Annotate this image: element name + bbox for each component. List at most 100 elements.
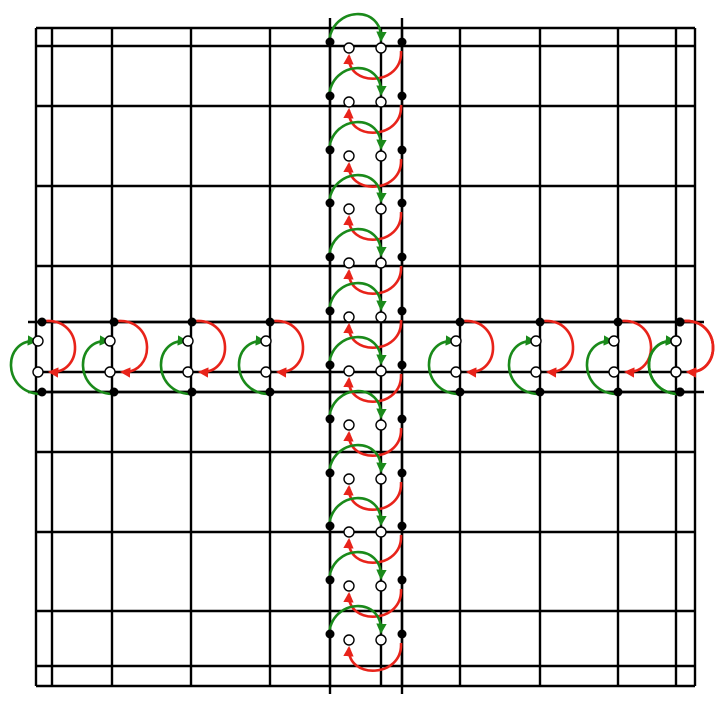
red-arrow bbox=[463, 319, 495, 378]
filled-node bbox=[187, 387, 197, 397]
open-node bbox=[32, 335, 44, 347]
open-node bbox=[260, 335, 272, 347]
filled-node bbox=[397, 91, 407, 101]
open-node bbox=[343, 311, 355, 323]
open-node bbox=[182, 335, 194, 347]
green-arrow bbox=[327, 173, 387, 205]
open-node bbox=[104, 335, 116, 347]
filled-node bbox=[325, 468, 335, 478]
filled-node bbox=[675, 317, 685, 327]
open-node bbox=[375, 42, 387, 54]
filled-node bbox=[397, 360, 407, 370]
red-arrow bbox=[621, 319, 653, 378]
green-arrow bbox=[327, 604, 387, 636]
green-arrow bbox=[327, 12, 387, 44]
open-node bbox=[670, 335, 682, 347]
green-arrow bbox=[327, 227, 387, 259]
open-node bbox=[450, 366, 462, 378]
filled-node bbox=[397, 252, 407, 262]
red-arrow bbox=[683, 319, 715, 378]
green-arrow bbox=[327, 496, 387, 528]
filled-node bbox=[397, 145, 407, 155]
green-arrow bbox=[327, 443, 387, 475]
filled-node bbox=[535, 317, 545, 327]
green-arrow bbox=[327, 550, 387, 582]
green-arrow bbox=[507, 335, 539, 396]
filled-node bbox=[397, 629, 407, 639]
filled-node bbox=[265, 317, 275, 327]
green-arrow bbox=[9, 335, 41, 396]
filled-node bbox=[397, 37, 407, 47]
green-arrow bbox=[327, 66, 387, 98]
filled-node bbox=[455, 387, 465, 397]
open-node bbox=[375, 473, 387, 485]
red-arrow bbox=[343, 642, 403, 672]
green-arrow bbox=[647, 335, 679, 396]
red-arrow bbox=[45, 319, 77, 378]
filled-node bbox=[397, 414, 407, 424]
filled-node bbox=[397, 575, 407, 585]
open-node bbox=[375, 526, 387, 538]
filled-node bbox=[675, 387, 685, 397]
open-node bbox=[450, 335, 462, 347]
filled-node bbox=[325, 521, 335, 531]
filled-node bbox=[265, 387, 275, 397]
filled-node bbox=[397, 468, 407, 478]
green-arrow bbox=[159, 335, 191, 396]
open-node bbox=[530, 366, 542, 378]
filled-node bbox=[325, 252, 335, 262]
open-node bbox=[343, 473, 355, 485]
green-arrow bbox=[81, 335, 113, 396]
filled-node bbox=[325, 306, 335, 316]
green-arrow bbox=[327, 335, 387, 367]
green-arrow bbox=[237, 335, 269, 396]
open-node bbox=[670, 366, 682, 378]
red-arrow bbox=[343, 104, 403, 134]
filled-node bbox=[397, 306, 407, 316]
red-arrow bbox=[343, 481, 403, 511]
grid-lines bbox=[28, 18, 704, 694]
open-node bbox=[343, 634, 355, 646]
open-node bbox=[343, 203, 355, 215]
filled-node bbox=[325, 360, 335, 370]
arrow-layer bbox=[9, 12, 715, 672]
open-node bbox=[32, 366, 44, 378]
green-arrow bbox=[427, 335, 459, 396]
filled-node bbox=[37, 387, 47, 397]
red-arrow bbox=[343, 427, 403, 457]
filled-node bbox=[325, 145, 335, 155]
green-arrow bbox=[327, 120, 387, 152]
filled-node bbox=[325, 575, 335, 585]
green-arrow bbox=[327, 281, 387, 313]
green-arrow bbox=[327, 389, 387, 421]
open-node bbox=[343, 42, 355, 54]
red-arrow bbox=[343, 319, 403, 349]
filled-node bbox=[109, 387, 119, 397]
open-node bbox=[343, 580, 355, 592]
open-node bbox=[608, 366, 620, 378]
open-node bbox=[343, 96, 355, 108]
filled-node bbox=[613, 317, 623, 327]
open-node bbox=[530, 335, 542, 347]
open-node bbox=[375, 150, 387, 162]
filled-node bbox=[535, 387, 545, 397]
red-arrow bbox=[543, 319, 575, 378]
open-node bbox=[104, 366, 116, 378]
open-node bbox=[375, 203, 387, 215]
red-arrow bbox=[273, 319, 305, 378]
filled-node bbox=[325, 91, 335, 101]
red-arrow bbox=[343, 373, 403, 403]
filled-node bbox=[397, 198, 407, 208]
open-node bbox=[375, 257, 387, 269]
red-arrow bbox=[343, 211, 403, 241]
filled-node bbox=[37, 317, 47, 327]
node-layer bbox=[32, 37, 685, 646]
red-arrow bbox=[343, 588, 403, 618]
open-node bbox=[260, 366, 272, 378]
red-arrow bbox=[343, 50, 403, 80]
filled-node bbox=[455, 317, 465, 327]
open-node bbox=[343, 150, 355, 162]
open-node bbox=[343, 257, 355, 269]
